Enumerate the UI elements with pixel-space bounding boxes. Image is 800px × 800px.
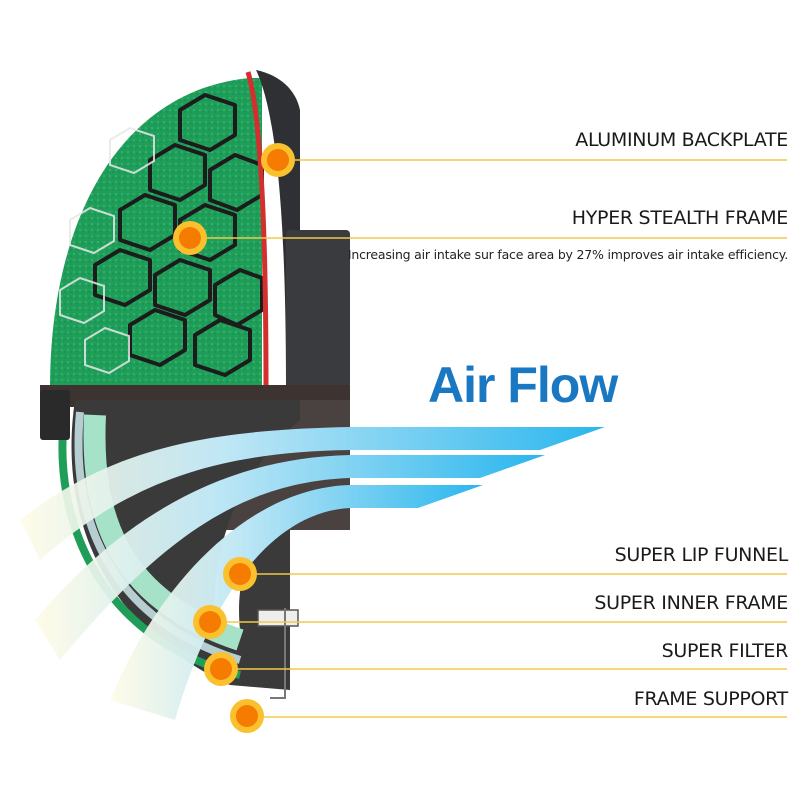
label-hyper-stealth-frame: HYPER STEALTH FRAME [571,207,789,229]
label-aluminum-backplate: ALUMINUM BACKPLATE [575,129,788,151]
label-super-inner-frame: SUPER INNER FRAME [594,592,788,614]
airflow-arrows [20,427,605,720]
diagram-title: Air Flow [428,357,618,413]
label-frame-support: FRAME SUPPORT [633,688,788,710]
marker-super-inner-frame-icon [193,605,227,639]
marker-hyper-stealth-frame-icon [173,221,207,255]
label-super-filter: SUPER FILTER [661,640,789,662]
leader-lines [190,159,787,718]
marker-super-lip-funnel-icon [223,557,257,591]
marker-super-filter-icon [204,652,238,686]
hyper-stealth-frame-description: Increasing air intake sur face area by 2… [347,247,788,262]
marker-frame-support-icon [230,699,264,733]
label-super-lip-funnel: SUPER LIP FUNNEL [614,544,789,566]
marker-aluminum-backplate-icon [261,143,295,177]
